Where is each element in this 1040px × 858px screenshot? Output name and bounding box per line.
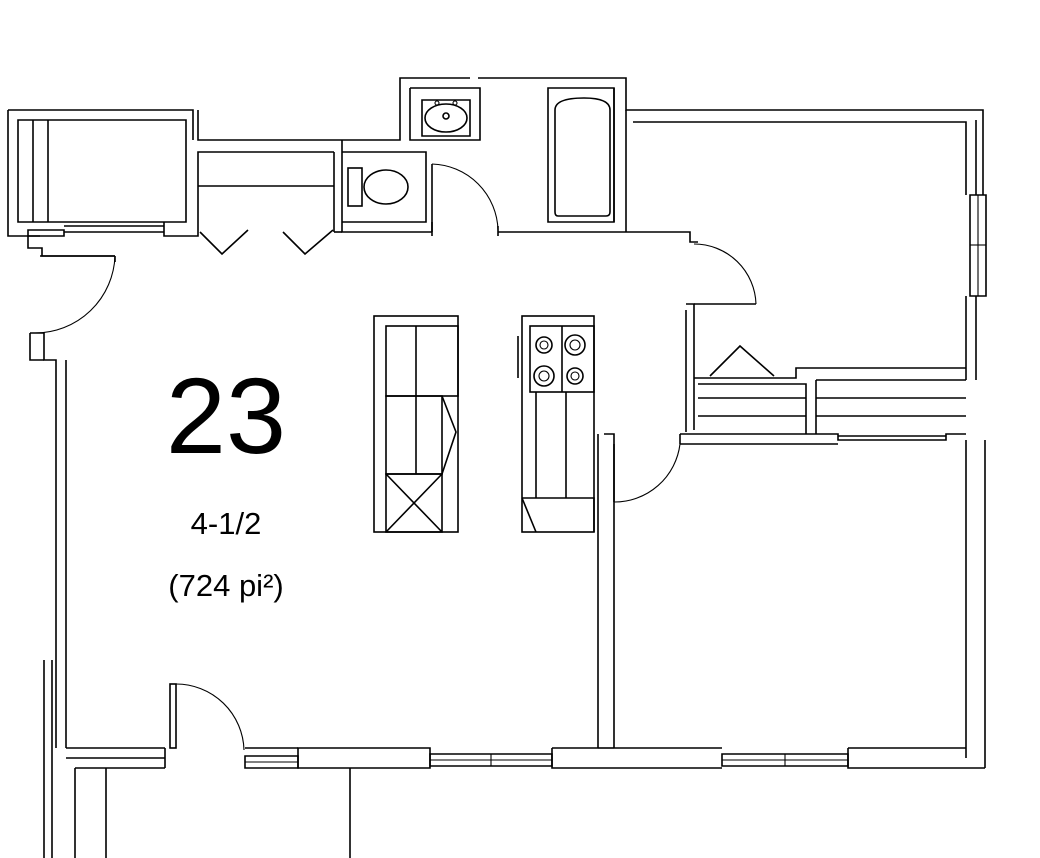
unit-area: (724 pi²) [168, 568, 283, 603]
window-south-2 [429, 753, 553, 767]
kitchen-counter-right [517, 315, 595, 533]
stove-icon [533, 334, 586, 387]
window-south-3 [721, 753, 849, 767]
exterior-walls [7, 77, 986, 858]
kitchen-counter-left [373, 315, 459, 533]
balcony-door[interactable] [169, 683, 245, 751]
entry-closet [27, 151, 342, 257]
bedroom-closet [680, 344, 966, 445]
bathroom [341, 87, 698, 243]
toilet-icon [347, 167, 409, 207]
partition-wall [597, 433, 615, 749]
bedroom-1-door[interactable] [685, 243, 757, 432]
closet-bifold-doors[interactable] [199, 229, 334, 256]
entry-door[interactable] [34, 255, 116, 334]
bathroom-sink-icon [421, 99, 471, 137]
bedroom-2-door[interactable] [613, 434, 681, 503]
bottom-wall [164, 747, 985, 769]
lower-walls [74, 768, 351, 858]
window-east [969, 194, 987, 297]
unit-type: 4-1/2 [191, 506, 262, 541]
bathtub-icon [554, 97, 611, 217]
bathroom-door[interactable] [431, 163, 499, 232]
unit-number: 23 [166, 355, 286, 476]
window-south-1 [244, 755, 299, 769]
